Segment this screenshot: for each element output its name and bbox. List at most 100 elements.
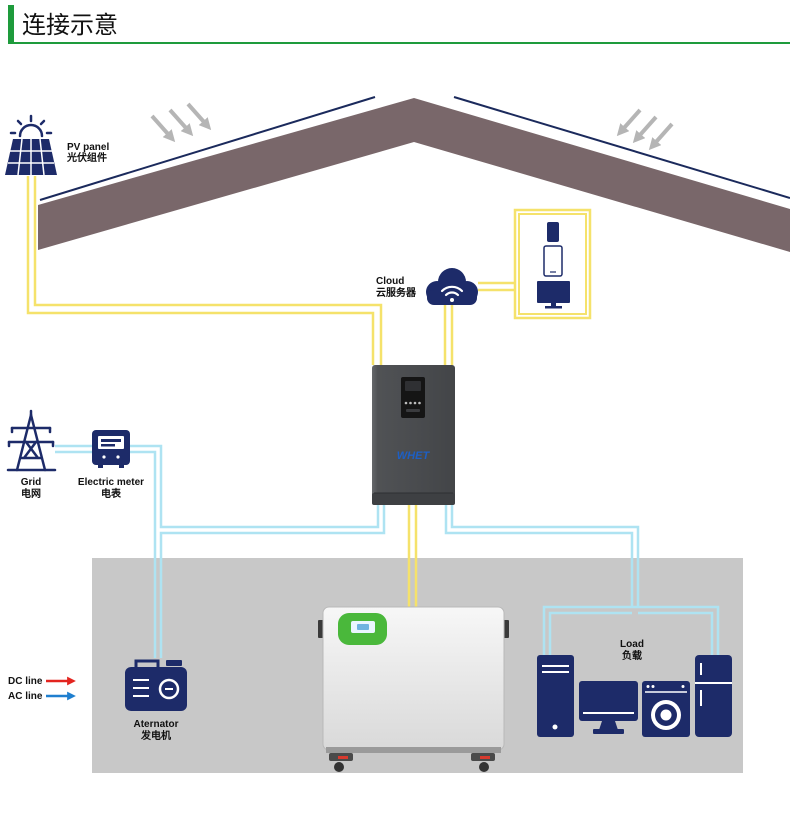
wire-inverter-to-load-a (450, 505, 640, 607)
solar-panel-icon (5, 114, 57, 176)
tower-bracing (19, 440, 43, 460)
dc-wires (26, 176, 515, 607)
generator-body (125, 667, 187, 711)
panel-grid (8, 138, 54, 176)
washer-knob (681, 685, 685, 688)
battery-base (326, 747, 501, 753)
cloud-label: Cloud 云服务器 (376, 276, 417, 299)
desktop-monitor-icon (537, 281, 570, 309)
inverter-button (409, 401, 412, 405)
generator-handle (134, 659, 160, 668)
monitor-frame (579, 681, 638, 721)
monitor-foot (593, 729, 624, 734)
pv-panel-label-zh: 光伏组件 (66, 151, 107, 164)
wire-meter-to-inverter-b (159, 505, 386, 658)
electric-meter-label-en: Electric meter (78, 477, 144, 488)
roof-edges (39, 96, 790, 201)
battery-badge-indicator (357, 624, 369, 630)
devices-box-outer (513, 208, 592, 320)
sun-icon (9, 114, 53, 138)
tablet-icon (543, 245, 563, 277)
load-label-en: Load (620, 639, 644, 650)
electric-meter-icon (92, 430, 130, 468)
wire-meter-to-inverter-a (130, 444, 380, 529)
meter-foot (98, 465, 103, 468)
meter-display-bar (101, 444, 115, 447)
inverter-button (413, 401, 417, 405)
battery-wheel-right (471, 753, 495, 772)
inverter-screen (405, 381, 421, 391)
meter-terminal (116, 455, 120, 459)
tower-insulators (7, 426, 55, 448)
grid-label: Grid 电网 (21, 477, 42, 500)
cloud-label-zh: 云服务器 (376, 286, 417, 299)
legend-ac-label: AC line (8, 691, 43, 702)
load-icons (537, 655, 732, 737)
meter-display (98, 436, 124, 449)
wire-load-bus-inner-left (548, 611, 632, 655)
generator-label-en: Aternator (133, 719, 178, 730)
wheel-lock (338, 756, 348, 759)
inverter-body (372, 365, 455, 505)
wire-pv-to-inverter-b (33, 176, 383, 365)
sunlight-arrow-left-1 (150, 114, 176, 143)
sun-ray (39, 119, 46, 126)
washer-knob (651, 685, 655, 688)
sun-disc (18, 123, 44, 138)
wire-load-bus-outer (542, 605, 720, 655)
roof (38, 98, 790, 252)
wire-inverter-to-load-b (444, 505, 634, 607)
panel-grid-line (17, 138, 23, 176)
wheel (479, 762, 489, 772)
monitor-stand (599, 721, 618, 730)
grid-label-zh: 电网 (21, 487, 41, 500)
sunlight-arrow-left-3 (186, 102, 212, 131)
meter-foot (119, 465, 124, 468)
inverter-button (418, 401, 421, 405)
sunlight-arrows-icon (150, 102, 674, 151)
generator-vents (133, 679, 149, 697)
inverter-indicator (406, 409, 420, 412)
header-accent-bar (8, 5, 14, 42)
wifi-arc-inner (444, 291, 460, 297)
monitor-screen (537, 281, 570, 303)
sunlight-arrow-left-2 (168, 108, 194, 137)
battery-wheel-left (329, 753, 353, 772)
computer-tower-body (537, 655, 574, 737)
pv-panel-label: PV panel 光伏组件 (66, 142, 109, 164)
generator-fuel-cap (166, 660, 182, 666)
inverter-button (404, 401, 408, 405)
legend: DC line AC line (8, 676, 76, 702)
monitor-neck (551, 303, 556, 307)
electric-meter-label-zh: 电表 (101, 487, 122, 500)
grid-label-en: Grid (21, 477, 42, 488)
sunlight-arrow-right-1 (616, 108, 642, 137)
wire-pv-to-inverter-a (26, 176, 375, 365)
washer-knob (646, 685, 650, 688)
load-label: Load 负载 (620, 639, 644, 662)
meter-terminal (102, 455, 106, 459)
wifi-arc-outer (440, 285, 464, 293)
power-tower-icon (6, 409, 57, 472)
remote-devices (537, 222, 570, 309)
inverter-brand: WHET (397, 450, 431, 462)
smartphone-body (547, 222, 559, 242)
computer-power-button (552, 724, 558, 730)
washing-machine-icon (642, 681, 690, 737)
battery-cabinet-icon (318, 606, 509, 772)
sunlight-arrow-right-2 (632, 115, 658, 144)
page-title: 连接示意 (22, 11, 118, 39)
inverter-buttons (404, 401, 421, 405)
sunlight-arrow-right-3 (648, 122, 674, 151)
pv-panel-label-en: PV panel (67, 142, 109, 153)
generator-icon (125, 659, 187, 711)
cloud-label-en: Cloud (376, 276, 404, 287)
header: 连接示意 (8, 5, 790, 44)
smartphone-icon (547, 222, 559, 242)
wheel (334, 762, 344, 772)
electric-meter-label: Electric meter 电表 (78, 477, 144, 500)
fridge-body (695, 655, 732, 737)
cloud-shape-base (427, 290, 477, 305)
generator-label-zh: 发电机 (140, 729, 171, 742)
